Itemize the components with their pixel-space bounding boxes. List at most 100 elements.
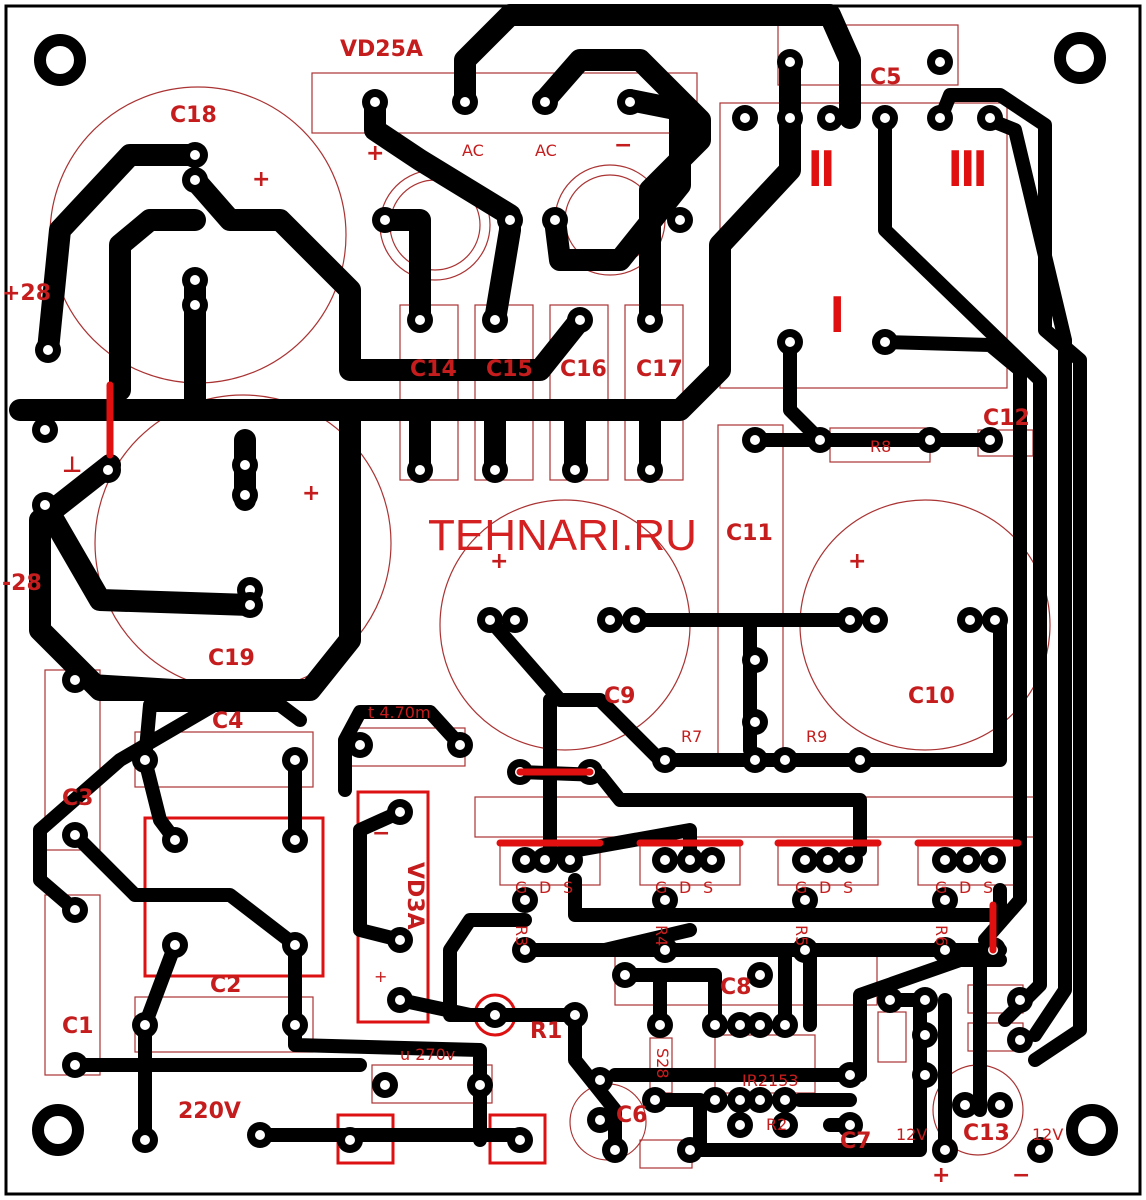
pad	[877, 987, 903, 1013]
pad	[482, 307, 508, 333]
pad	[35, 337, 61, 363]
label-r9: R9	[806, 727, 827, 746]
pad	[282, 1012, 308, 1038]
pad	[862, 607, 888, 633]
pad	[482, 457, 508, 483]
pad	[617, 89, 643, 115]
pad	[872, 329, 898, 355]
pad	[512, 847, 538, 873]
site-watermark: TEHNARI.RU	[428, 511, 697, 560]
pad	[282, 932, 308, 958]
pad	[927, 105, 953, 131]
pin-label-g: G	[795, 878, 807, 897]
label-c9: C9	[604, 684, 635, 709]
label-c12: C12	[983, 406, 1030, 431]
pad	[932, 887, 958, 913]
pad	[372, 207, 398, 233]
label-c13-minus: −	[1012, 1163, 1030, 1188]
pin-label-d: D	[679, 878, 691, 897]
pad	[62, 897, 88, 923]
label-r8: R8	[870, 437, 891, 456]
label-ac2: AC	[535, 141, 557, 160]
pad	[742, 647, 768, 673]
pad	[747, 1012, 773, 1038]
label-r3: R3	[512, 925, 531, 946]
pad	[247, 1122, 273, 1148]
jumpers	[106, 381, 1022, 954]
pad	[337, 1127, 363, 1153]
pad	[792, 847, 818, 873]
pad	[407, 307, 433, 333]
pad	[232, 452, 258, 478]
pad	[387, 987, 413, 1013]
pad	[512, 887, 538, 913]
pad	[977, 105, 1003, 131]
pad	[792, 937, 818, 963]
pad	[132, 747, 158, 773]
label-c16: C16	[560, 357, 607, 382]
pad	[447, 732, 473, 758]
pad	[532, 847, 558, 873]
pad	[792, 887, 818, 913]
pad	[777, 329, 803, 355]
pad	[132, 1127, 158, 1153]
pad	[772, 1087, 798, 1113]
label-c10: C10	[908, 684, 955, 709]
pad	[677, 847, 703, 873]
pad	[837, 847, 863, 873]
pad	[747, 962, 773, 988]
pad	[727, 1012, 753, 1038]
pad	[502, 607, 528, 633]
pad	[817, 105, 843, 131]
pad	[362, 89, 388, 115]
mark-two: II	[808, 140, 833, 198]
pad	[182, 292, 208, 318]
pad	[562, 457, 588, 483]
pad	[532, 89, 558, 115]
pad	[182, 267, 208, 293]
mark-one: I	[830, 286, 842, 344]
label-c17: C17	[636, 357, 683, 382]
label-vd3a: VD3A	[402, 862, 427, 930]
label-12v-plus: 12V	[896, 1125, 927, 1144]
pad	[602, 1137, 628, 1163]
pin-label-d: D	[959, 878, 971, 897]
pad	[702, 1087, 728, 1113]
silkscreen-labels: TEHNARI.RU VD25A C18 C19 C5 C14 C15 C16 …	[2, 37, 1063, 1188]
pad	[837, 1112, 863, 1138]
label-c11: C11	[726, 521, 773, 546]
pin-label-s: S	[563, 878, 573, 897]
pad	[282, 747, 308, 773]
pad	[807, 427, 833, 453]
pad	[512, 937, 538, 963]
pad	[182, 167, 208, 193]
pad	[467, 1072, 493, 1098]
pin-label-g: G	[935, 878, 947, 897]
pad	[837, 607, 863, 633]
pad	[282, 827, 308, 853]
pad	[162, 932, 188, 958]
label-c13: C13	[963, 1121, 1010, 1146]
label-c5: C5	[870, 65, 901, 90]
pad	[677, 1137, 703, 1163]
pad	[977, 427, 1003, 453]
label-vd25a: VD25A	[340, 37, 423, 62]
label-r1: R1	[530, 1019, 562, 1044]
label-c19-plus: +	[302, 481, 320, 506]
label-220v: 220V	[178, 1099, 241, 1124]
pad	[667, 207, 693, 233]
label-c18: C18	[170, 103, 217, 128]
pin-label-d: D	[539, 878, 551, 897]
label-r2: R2	[766, 1115, 787, 1134]
pad	[772, 1012, 798, 1038]
copper-traces	[9, 4, 1087, 1157]
pad	[482, 1002, 508, 1028]
label-c13-plus: +	[932, 1163, 950, 1188]
label-c1: C1	[62, 1014, 93, 1039]
label-c8: C8	[720, 975, 751, 1000]
pad	[772, 1112, 798, 1138]
pad	[387, 799, 413, 825]
pad	[497, 207, 523, 233]
label-c14: C14	[410, 357, 457, 382]
